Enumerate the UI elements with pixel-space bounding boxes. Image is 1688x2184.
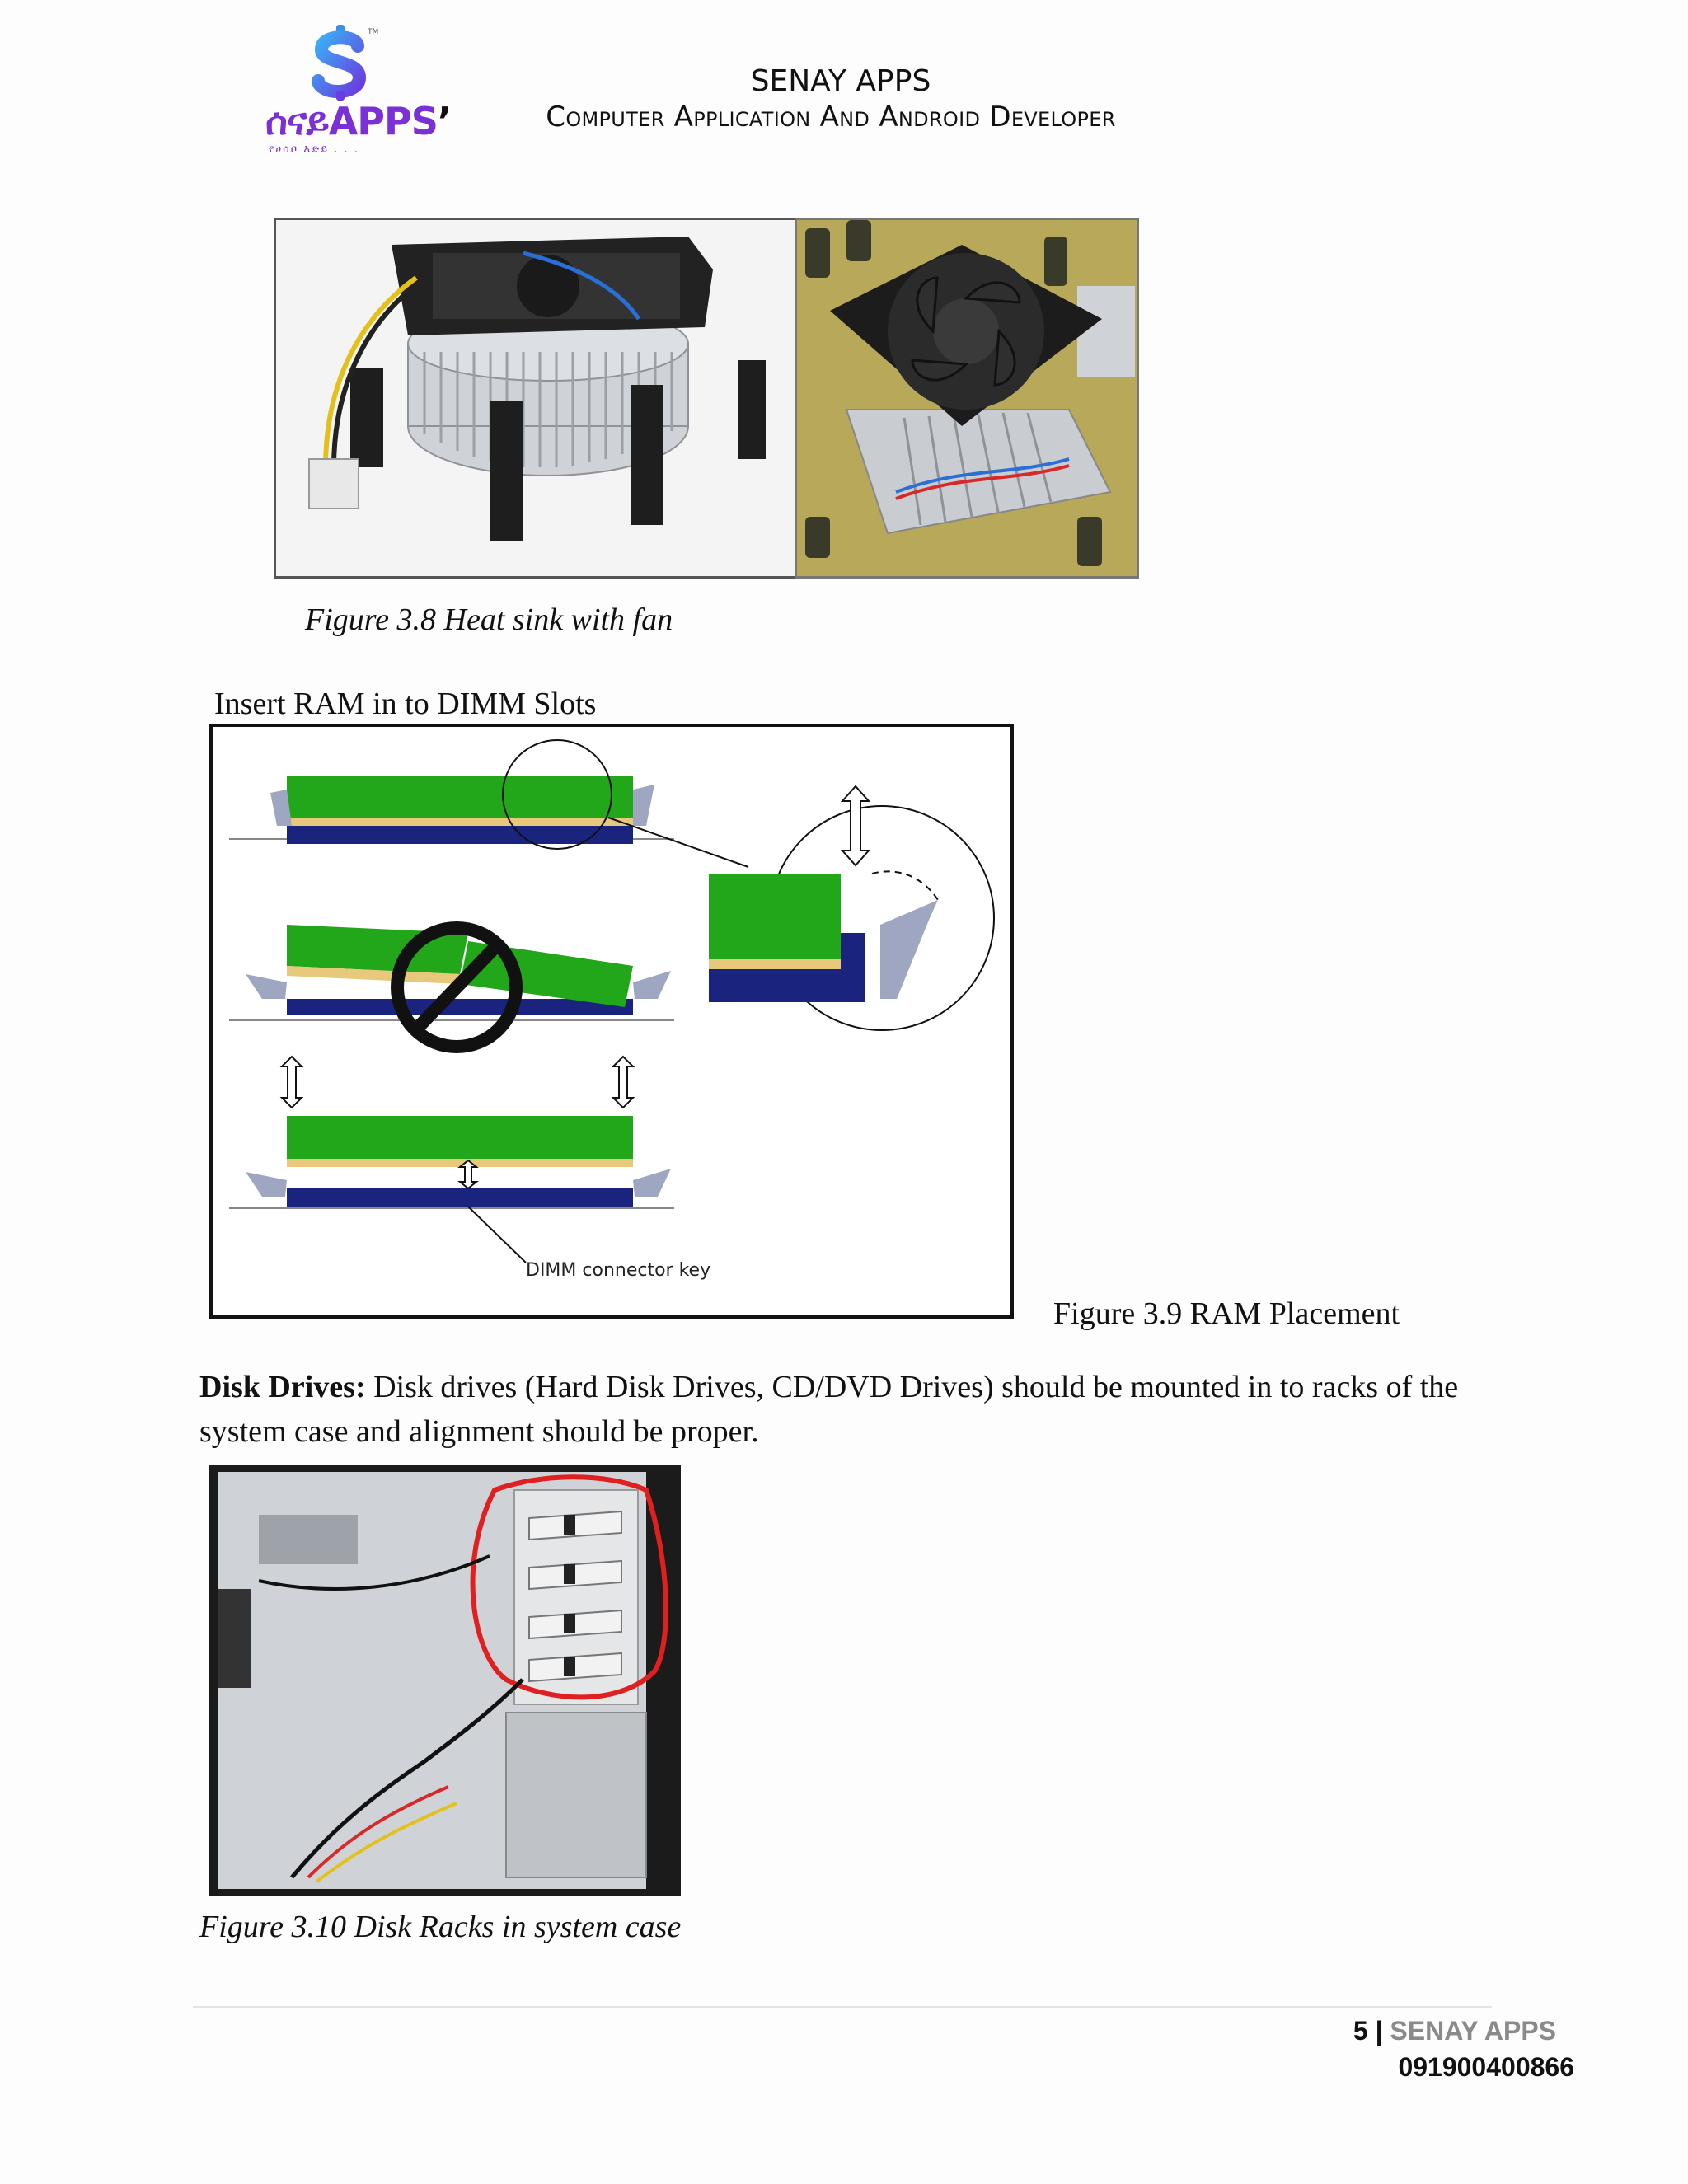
disk-drives-text: Disk drives (Hard Disk Drives, CD/DVD Dr… <box>199 1370 1459 1449</box>
footer-phone-number: 091900400866 <box>1398 2052 1574 2082</box>
figure-3-9-caption: Figure 3.9 RAM Placement <box>1053 1296 1400 1331</box>
figure-3-8-caption: Figure 3.8 Heat sink with fan <box>305 602 673 637</box>
cpu-fan-illustration <box>797 220 1137 576</box>
dimm-connector-key-label: DIMM connector key <box>526 1260 710 1281</box>
ram-placement-diagram: DIMM connector key <box>209 724 1014 1319</box>
cpu-fan-on-motherboard-photo <box>795 218 1139 579</box>
trademark-mark: TM <box>368 28 379 36</box>
logo-apostrophe: ’ <box>437 99 452 143</box>
logo-apps-text: APPS <box>328 99 438 143</box>
footer-divider <box>193 2006 1492 2008</box>
logo-wordmark: ሰናይAPPS’ <box>265 99 452 145</box>
header-title: SENAY APPS <box>750 64 931 98</box>
footer-brand: SENAY APPS <box>1390 2016 1556 2046</box>
footer-page-label: 5 | SENAY APPS <box>1071 2016 1556 2046</box>
dollar-s-icon <box>312 25 367 101</box>
system-case-photo <box>209 1465 681 1896</box>
logo-tagline: የሀሳቦ እድይ . . . <box>269 143 359 156</box>
page-number: 5 <box>1353 2016 1368 2046</box>
footer-separator: | <box>1367 2016 1390 2046</box>
heat-sink-photo <box>274 218 798 579</box>
ram-section-heading: Insert RAM in to DIMM Slots <box>214 687 597 721</box>
heat-sink-illustration <box>276 220 795 576</box>
disk-drives-paragraph: Disk Drives: Disk drives (Hard Disk Driv… <box>199 1365 1518 1454</box>
header-subtitle: Computer Application And Android Develop… <box>546 101 1116 134</box>
figure-3-10-caption: Figure 3.10 Disk Racks in system case <box>199 1910 682 1944</box>
logo-ethiopic-text: ሰናይ <box>265 99 330 143</box>
system-case-illustration <box>209 1465 681 1896</box>
disk-drives-label: Disk Drives: <box>199 1370 366 1404</box>
ram-diagram-svg: DIMM connector key <box>229 739 995 1281</box>
senay-apps-logo: TM ሰናይAPPS’ የሀሳቦ እድይ . . . <box>265 23 452 162</box>
